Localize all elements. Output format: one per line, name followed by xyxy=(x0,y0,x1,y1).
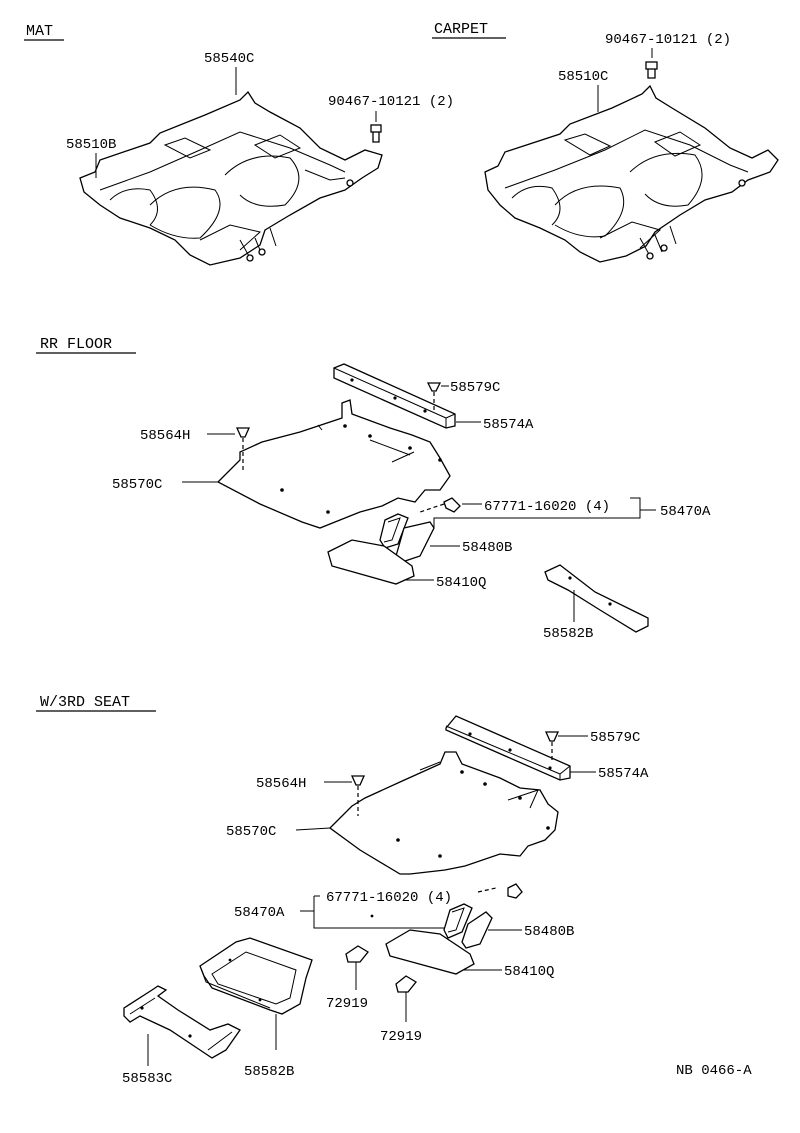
bracket-rr-floor-58470a xyxy=(433,497,656,528)
label-rr-floor-58470a: 58470A xyxy=(660,504,711,520)
label-third-seat-58470a: 58470A xyxy=(234,905,285,921)
clip-icon xyxy=(370,124,382,143)
label-third-seat-58583c: 58583C xyxy=(122,1071,172,1087)
label-third-seat-58570c: 58570C xyxy=(226,824,276,840)
label-mat-58540c: 58540C xyxy=(204,51,254,67)
label-rr-floor-58410q: 58410Q xyxy=(436,575,486,591)
label-third-seat-72919-a: 72919 xyxy=(326,996,368,1012)
leader-third-seat-58570c xyxy=(295,827,331,831)
label-carpet-58510c: 58510C xyxy=(558,69,608,85)
push-clip-icon xyxy=(350,775,366,816)
label-third-seat-58574a: 58574A xyxy=(598,766,649,782)
third-seat-lid-drawing xyxy=(443,903,493,949)
section-title-third-seat: W/3RD SEAT xyxy=(40,694,130,711)
label-rr-floor-67771-16020: 67771-16020 (4) xyxy=(484,499,610,515)
label-third-seat-58480b: 58480B xyxy=(524,924,574,940)
label-third-seat-58564h: 58564H xyxy=(256,776,306,792)
third-seat-mat-drawing xyxy=(329,751,559,875)
rr-floor-lid-drawing xyxy=(379,513,435,563)
rr-floor-mat-drawing xyxy=(216,399,451,529)
reference-dot xyxy=(370,914,374,918)
push-clip-icon xyxy=(426,382,442,412)
label-mat-58510b: 58510B xyxy=(66,137,116,153)
rr-floor-plate-drawing xyxy=(544,564,649,633)
mat-floor-mat-drawing xyxy=(79,90,383,266)
section-title-mat: MAT xyxy=(26,23,53,40)
rr-floor-trim-bar-drawing xyxy=(333,363,456,429)
push-clip-icon xyxy=(544,731,560,762)
label-third-seat-67771-16020: 67771-16020 (4) xyxy=(326,890,452,906)
rr-floor-pad-drawing xyxy=(327,539,415,585)
third-seat-trim-bar-drawing xyxy=(445,715,571,781)
label-rr-floor-58582b: 58582B xyxy=(543,626,593,642)
label-rr-floor-58480b: 58480B xyxy=(462,540,512,556)
third-seat-bracket-drawing xyxy=(123,985,241,1059)
label-rr-floor-58579c: 58579C xyxy=(450,380,500,396)
third-seat-seal-a-drawing xyxy=(345,945,369,963)
label-mat-90467-10121: 90467-10121 (2) xyxy=(328,94,454,110)
label-third-seat-58410q: 58410Q xyxy=(504,964,554,980)
hinge-clip-icon xyxy=(419,497,461,513)
section-title-carpet: CARPET xyxy=(434,21,488,38)
label-carpet-90467-10121: 90467-10121 (2) xyxy=(605,32,731,48)
section-title-rr-floor: RR FLOOR xyxy=(40,336,112,353)
label-rr-floor-58564h: 58564H xyxy=(140,428,190,444)
carpet-drawing xyxy=(484,84,779,263)
label-rr-floor-58574a: 58574A xyxy=(483,417,534,433)
label-rr-floor-58570c: 58570C xyxy=(112,477,162,493)
label-third-seat-58579c: 58579C xyxy=(590,730,640,746)
clip-icon xyxy=(645,61,658,79)
label-third-seat-72919-b: 72919 xyxy=(380,1029,422,1045)
bracket-third-seat-58470a xyxy=(300,895,444,929)
hinge-clip-icon xyxy=(477,883,523,899)
third-seat-pad-drawing xyxy=(385,929,475,975)
third-seat-seal-b-drawing xyxy=(395,975,417,993)
diagram-code: NB 0466-A xyxy=(676,1063,752,1079)
push-clip-icon xyxy=(235,427,251,470)
label-third-seat-58582b: 58582B xyxy=(244,1064,294,1080)
third-seat-tray-drawing xyxy=(199,937,313,1015)
